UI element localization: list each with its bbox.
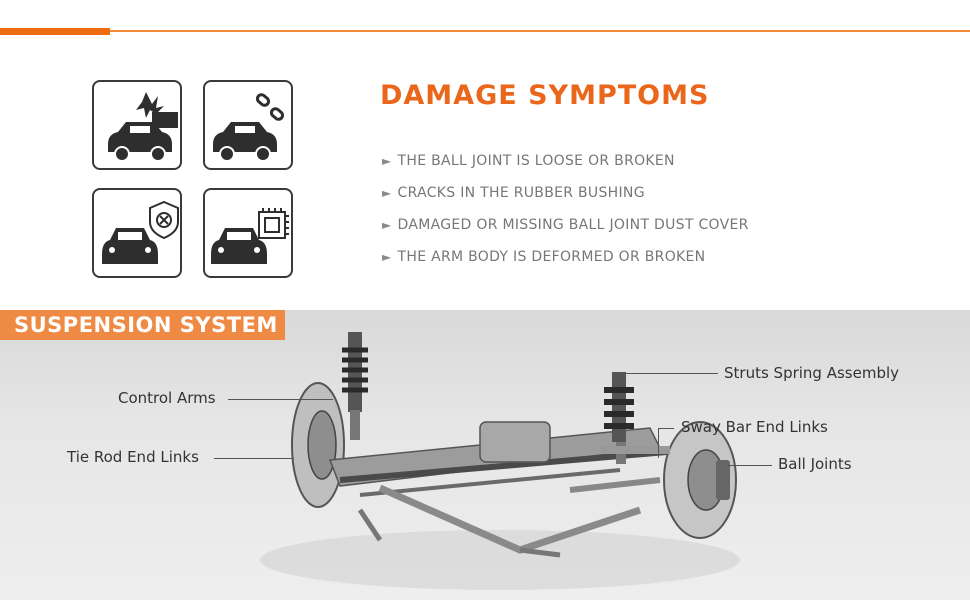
symptom-item: ► THE ARM BODY IS DEFORMED OR BROKEN xyxy=(382,249,705,265)
symptom-text: DAMAGED OR MISSING BALL JOINT DUST COVER xyxy=(397,217,749,233)
symptom-text: CRACKS IN THE RUBBER BUSHING xyxy=(397,185,645,201)
tie-rod-end-links-label: Tie Rod End Links xyxy=(67,448,199,466)
control-arms-leader xyxy=(228,399,333,400)
symptom-text: THE BALL JOINT IS LOOSE OR BROKEN xyxy=(397,153,675,169)
suspension-system-title: SUSPENSION SYSTEM xyxy=(14,313,278,337)
control-arms-label: Control Arms xyxy=(118,389,216,407)
damage-symptoms-title: DAMAGE SYMPTOMS xyxy=(380,80,710,111)
sway-bar-end-links-label: Sway Bar End Links xyxy=(681,418,828,436)
header-divider xyxy=(0,30,970,32)
struts-spring-assembly-label: Struts Spring Assembly xyxy=(724,364,900,382)
struts-leader xyxy=(622,373,718,374)
ball-joints-leader xyxy=(728,465,772,466)
car-broken-link-icon xyxy=(203,80,293,170)
car-shield-x-icon xyxy=(92,188,182,278)
symptom-text: THE ARM BODY IS DEFORMED OR BROKEN xyxy=(397,249,706,265)
bullet-arrow-icon: ► xyxy=(382,154,392,168)
suspension-banner xyxy=(0,310,285,340)
suspension-assembly-illustration xyxy=(260,332,740,590)
tie-rod-leader xyxy=(214,458,294,459)
ball-joints-label: Ball Joints xyxy=(778,455,852,473)
bullet-arrow-icon: ► xyxy=(382,218,392,232)
symptom-item: ► DAMAGED OR MISSING BALL JOINT DUST COVE… xyxy=(382,217,749,233)
bullet-arrow-icon: ► xyxy=(382,250,392,264)
car-chip-icon xyxy=(203,188,293,278)
car-collision-icon xyxy=(92,80,182,170)
bullet-arrow-icon: ► xyxy=(382,186,392,200)
sway-bar-leader-vertical xyxy=(658,428,659,458)
symptom-item: ► CRACKS IN THE RUBBER BUSHING xyxy=(382,185,645,201)
header-accent-bar xyxy=(0,28,110,35)
sway-bar-leader xyxy=(658,428,674,429)
symptom-item: ► THE BALL JOINT IS LOOSE OR BROKEN xyxy=(382,153,675,169)
